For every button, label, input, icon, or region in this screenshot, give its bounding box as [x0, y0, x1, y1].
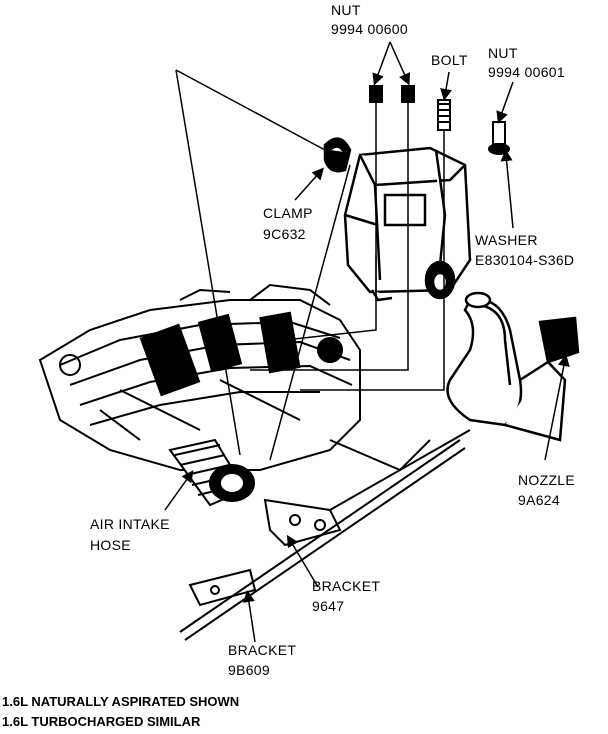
nozzle-part-number: 9A624 — [518, 492, 560, 508]
clamp-label: CLAMP — [263, 205, 313, 221]
air-intake-hose — [168, 438, 255, 507]
nut-b-label: NUT — [488, 45, 518, 61]
brackets — [188, 498, 342, 607]
assembly-lines — [175, 69, 445, 461]
body-rails — [179, 429, 471, 641]
bracket-b-label: BRACKET — [228, 642, 297, 658]
engine-assembly — [38, 283, 361, 471]
fasteners — [369, 85, 510, 155]
nut-a-part-number: 9994 00600 — [331, 21, 408, 37]
nozzle-label: NOZZLE — [518, 472, 576, 488]
nozzle-duct — [446, 291, 580, 442]
bolt-label: BOLT — [431, 52, 468, 68]
nut-a-label: NUT — [331, 2, 361, 18]
bracket-b-part-number: 9B609 — [228, 662, 270, 678]
washer-label: WASHER — [475, 232, 538, 248]
caption-line-1: 1.6L NATURALLY ASPIRATED SHOWN — [2, 694, 240, 709]
bracket-a-label: BRACKET — [312, 578, 381, 594]
label-arrows — [164, 41, 570, 643]
washer-part-number: E830104-S36D — [475, 252, 575, 268]
nut-b-part-number: 9994 00601 — [488, 64, 565, 80]
clamp-part-number: 9C632 — [263, 226, 306, 242]
caption-line-2: 1.6L TURBOCHARGED SIMILAR — [2, 714, 201, 729]
clamp-part — [323, 137, 352, 173]
bracket-a-part-number: 9647 — [312, 598, 345, 614]
air-intake-label: AIR INTAKE — [90, 516, 170, 532]
hose-label: HOSE — [90, 537, 131, 553]
